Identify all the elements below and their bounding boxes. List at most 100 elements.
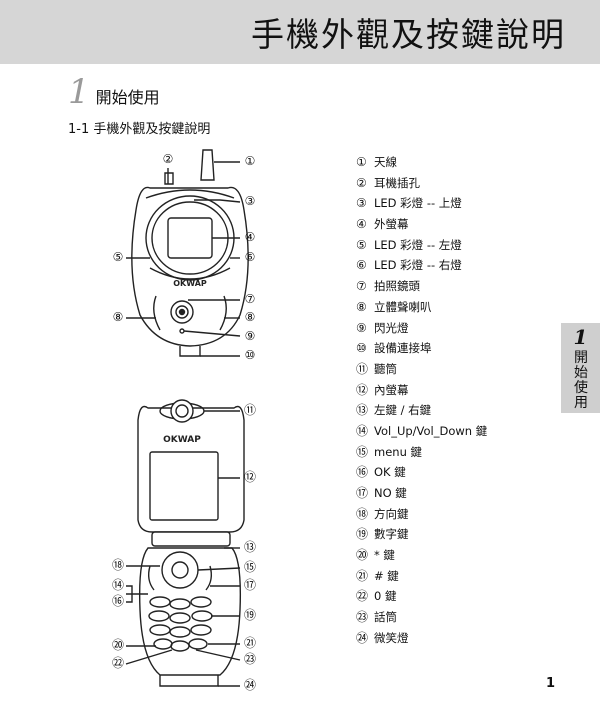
legend-label: LED 彩燈 -- 右燈 bbox=[374, 258, 462, 273]
legend-marker: ⑩ bbox=[356, 341, 367, 356]
legend-item: ⑪ 聽筒 bbox=[356, 359, 487, 380]
legend-label: 聽筒 bbox=[374, 361, 397, 376]
legend-item: ④ 外螢幕 bbox=[356, 214, 487, 235]
callout-4: ④ bbox=[244, 230, 256, 244]
page-number: 1 bbox=[546, 676, 556, 691]
legend-marker: ③ bbox=[356, 196, 367, 211]
legend-label: NO 鍵 bbox=[374, 486, 407, 500]
legend-item: ⑩ 設備連接埠 bbox=[356, 338, 487, 359]
legend-marker: ㉒ bbox=[356, 589, 369, 604]
legend-label: Vol_Up/Vol_Down 鍵 bbox=[374, 423, 488, 438]
callout-6: ⑥ bbox=[244, 250, 256, 264]
callout-19: ⑲ bbox=[243, 608, 256, 622]
legend-item: ⑭ Vol_Up/Vol_Down 鍵 bbox=[356, 421, 487, 442]
earphone-jack-shape bbox=[164, 172, 174, 185]
callout-8: ⑧ bbox=[112, 310, 124, 324]
legend-item: ⑤ LED 彩燈 -- 左燈 bbox=[356, 235, 487, 256]
legend-item: ⑱ 方向鍵 bbox=[356, 504, 487, 525]
header-band bbox=[0, 0, 600, 64]
legend-item: ⑨ 閃光燈 bbox=[356, 318, 487, 339]
callout-18: ⑱ bbox=[111, 558, 124, 572]
callout-20: ⑳ bbox=[111, 638, 124, 652]
legend-label: LED 彩燈 -- 上燈 bbox=[374, 196, 462, 211]
open-phone-flip bbox=[137, 405, 245, 533]
chapter-side-tab: 1 開始使用 bbox=[561, 323, 600, 413]
legend-marker: ⑮ bbox=[356, 444, 369, 459]
callout-13: ⑬ bbox=[243, 540, 256, 554]
inner-screen-shape bbox=[149, 451, 219, 521]
legend-label: 閃光燈 bbox=[374, 320, 409, 335]
legend-label: 話筒 bbox=[374, 610, 397, 625]
legend-item: ② 耳機插孔 bbox=[356, 173, 487, 194]
callout-3: ③ bbox=[244, 194, 256, 208]
legend-item: ⑰ NO 鍵 bbox=[356, 483, 487, 504]
legend-marker: ⑤ bbox=[356, 237, 367, 252]
callout-17: ⑰ bbox=[243, 578, 256, 592]
callout-2: ② bbox=[162, 152, 174, 166]
callout-21: ㉑ bbox=[243, 636, 256, 650]
chapter-number: 1 bbox=[573, 325, 588, 349]
legend-marker: ㉔ bbox=[356, 630, 369, 645]
legend-label: 耳機插孔 bbox=[374, 175, 420, 190]
legend-marker: ⑱ bbox=[356, 506, 369, 521]
callout-12: ⑫ bbox=[243, 470, 256, 484]
legend-label: menu 鍵 bbox=[374, 444, 423, 459]
callout-8-right: ⑧ bbox=[244, 310, 256, 324]
callout-15: ⑮ bbox=[243, 560, 256, 574]
legend-label: 外螢幕 bbox=[374, 217, 409, 232]
legend-label: # 鍵 bbox=[374, 568, 399, 583]
legend-label: 設備連接埠 bbox=[374, 341, 432, 356]
callout-5: ⑤ bbox=[112, 250, 124, 264]
callout-16: ⑯ bbox=[111, 594, 124, 608]
section-title: 開始使用 bbox=[95, 88, 160, 107]
legend-marker: ㉑ bbox=[356, 568, 369, 583]
legend-marker: ④ bbox=[356, 217, 367, 232]
logo-open-text: OKWAP bbox=[163, 435, 201, 445]
legend-label: * 鍵 bbox=[374, 548, 395, 563]
callout-7: ⑦ bbox=[244, 292, 256, 306]
legend-label: LED 彩燈 -- 左燈 bbox=[374, 237, 462, 252]
legend-label: 左鍵 / 右鍵 bbox=[374, 403, 432, 418]
legend-label: 數字鍵 bbox=[374, 527, 409, 542]
legend-marker: ⑨ bbox=[356, 320, 367, 335]
section-heading: 1 開始使用 bbox=[68, 72, 160, 112]
callout-23: ㉓ bbox=[243, 652, 256, 666]
callout-1: ① bbox=[244, 154, 256, 168]
legend-label: 方向鍵 bbox=[374, 506, 409, 521]
antenna-shape bbox=[200, 149, 215, 181]
legend-marker: ⑬ bbox=[356, 403, 369, 418]
callout-14: ⑭ bbox=[111, 578, 124, 592]
subsection-title: 1-1 手機外觀及按鍵說明 bbox=[68, 122, 211, 137]
legend-item: ⑬ 左鍵 / 右鍵 bbox=[356, 400, 487, 421]
phone-figure: OKWAP OKWAP ① ② ③ ④ ⑤ ⑥ ⑦ ⑧ ⑧ ⑨ ⑩ ⑪ ⑫ ⑬ … bbox=[100, 140, 280, 700]
page-header-title: 手機外觀及按鍵說明 bbox=[251, 15, 566, 54]
phone-illustration: OKWAP OKWAP bbox=[125, 149, 249, 687]
legend-marker: ⑰ bbox=[356, 486, 369, 500]
legend-label: 內螢幕 bbox=[374, 382, 409, 397]
legend-marker: ⑥ bbox=[356, 258, 367, 273]
legend-marker: ② bbox=[356, 175, 367, 190]
legend-marker: ⑦ bbox=[356, 279, 367, 294]
camera-lens-shape bbox=[170, 300, 194, 324]
legend-item: ⑮ menu 鍵 bbox=[356, 442, 487, 463]
legend-item: ⑥ LED 彩燈 -- 右燈 bbox=[356, 255, 487, 276]
legend-marker: ⑭ bbox=[356, 423, 369, 438]
callout-22: ㉒ bbox=[111, 656, 124, 670]
callout-10: ⑩ bbox=[244, 348, 256, 362]
legend-marker: ⑪ bbox=[356, 361, 369, 376]
section-number: 1 bbox=[68, 72, 90, 112]
callout-9: ⑨ bbox=[244, 329, 256, 343]
legend-marker: ⑯ bbox=[356, 465, 369, 480]
legend-marker: ① bbox=[356, 155, 367, 169]
legend-marker: ⑳ bbox=[356, 548, 369, 563]
legend-label: 微笑燈 bbox=[374, 630, 409, 645]
